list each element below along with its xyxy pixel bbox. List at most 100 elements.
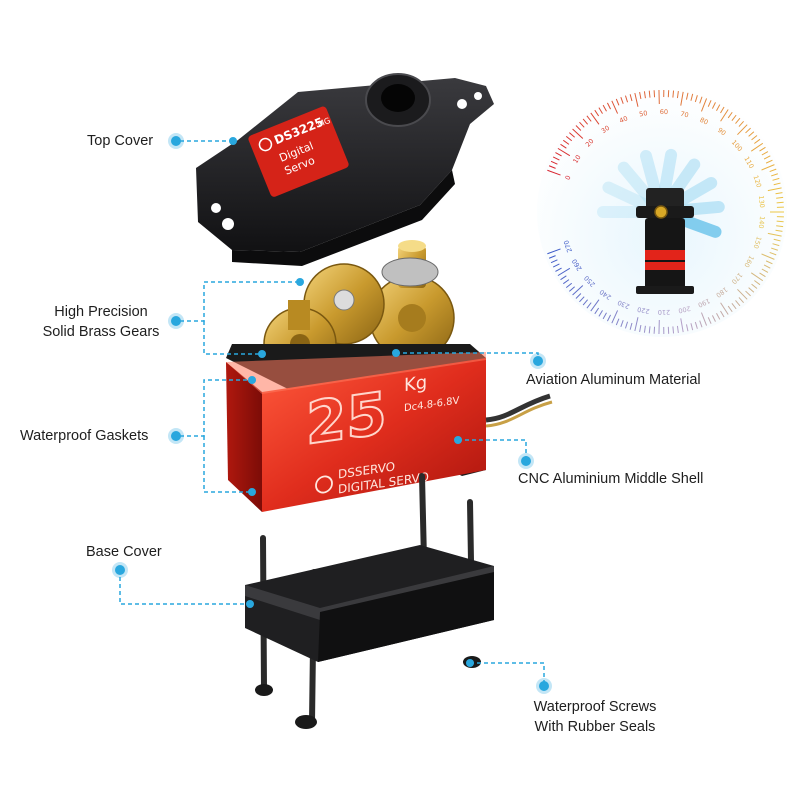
callout-dot-top-cover xyxy=(171,136,181,146)
label-gaskets: Waterproof Gaskets xyxy=(20,428,149,444)
dial-tick xyxy=(748,131,755,137)
dial-tick xyxy=(680,318,684,333)
dial-tick xyxy=(750,272,764,282)
label-screws: Waterproof Screws With Rubber Seals xyxy=(520,697,670,737)
dial-tick xyxy=(594,307,600,315)
dial-tick xyxy=(711,102,716,109)
dial-tick xyxy=(776,201,784,204)
dial-tick xyxy=(624,321,629,329)
dial-tick xyxy=(699,320,703,328)
dial-tick xyxy=(775,192,783,195)
dial-tick-label: 70 xyxy=(679,110,689,120)
dial-tick xyxy=(547,169,561,176)
dial-tick xyxy=(694,95,698,103)
dial-tick xyxy=(611,310,619,324)
dial-tick-label: 150 xyxy=(752,235,763,249)
dial-tick xyxy=(634,317,639,332)
dial-tick xyxy=(565,136,573,142)
dial-tick xyxy=(727,305,733,313)
dial-tick xyxy=(731,114,737,121)
dial-tick xyxy=(620,320,624,328)
callout-dot-middle-shell xyxy=(521,456,531,466)
dial-tick-label: 30 xyxy=(600,124,611,135)
dial-tick xyxy=(602,312,607,320)
dial-tick xyxy=(629,322,633,330)
dial-tick xyxy=(690,93,694,101)
dial-tick xyxy=(594,109,600,117)
dial-tick xyxy=(572,128,584,139)
dial-tick xyxy=(555,152,562,157)
dial-tick xyxy=(648,326,651,334)
dial-tick xyxy=(716,104,721,111)
dial-tick xyxy=(582,118,589,125)
dial-tick xyxy=(700,98,708,112)
dial-tick xyxy=(690,323,694,331)
dial-tick xyxy=(707,317,712,324)
dial-tick xyxy=(772,177,780,181)
dial-tick xyxy=(769,251,777,256)
dial-tick xyxy=(720,310,725,318)
dial-tick-label: 120 xyxy=(752,174,763,188)
dial-tick xyxy=(555,267,562,272)
dial-tick xyxy=(720,302,729,315)
label-gears-line1: High Precision xyxy=(54,304,148,320)
dial-tick xyxy=(611,100,619,114)
dial-tick-label: 140 xyxy=(757,216,766,229)
dial-tick xyxy=(548,165,556,169)
dial-tick xyxy=(716,313,721,320)
dial-tick-label: 60 xyxy=(660,108,668,116)
base-assembly xyxy=(245,473,494,729)
dial-tick xyxy=(643,325,646,333)
dial-tick xyxy=(750,142,764,152)
dial-tick xyxy=(772,243,780,247)
dial-tick xyxy=(765,260,773,265)
dial-tick xyxy=(586,115,592,122)
cover-sticker: DS3225 MG Digital Servo xyxy=(248,106,349,197)
label-gears: High Precision Solid Brass Gears xyxy=(36,302,166,342)
callout-dot-gaskets xyxy=(171,431,181,441)
mini-servo xyxy=(636,188,694,294)
label-middle-shell: CNC Aluminium Middle Shell xyxy=(518,471,704,487)
dial-tick xyxy=(586,302,592,309)
dial-tick xyxy=(707,100,712,107)
callout-dot-base-cover xyxy=(115,565,125,575)
dial-tick xyxy=(748,287,755,293)
dial-tick-label: 80 xyxy=(699,116,710,127)
dial-tick xyxy=(552,263,560,268)
dial-tick xyxy=(737,124,748,136)
dial-tick xyxy=(720,109,729,122)
dial-tick xyxy=(565,282,573,288)
part-markers xyxy=(229,137,474,667)
dial-tick-label: 220 xyxy=(637,305,651,315)
dial-tick xyxy=(550,160,558,165)
dial-tick xyxy=(590,112,600,125)
label-screws-line2: With Rubber Seals xyxy=(534,719,656,735)
callout-dot-gears xyxy=(171,316,181,326)
dial-tick xyxy=(629,94,633,102)
dial-tick-label: 10 xyxy=(571,154,582,165)
dial-tick-label: 130 xyxy=(757,195,766,208)
dial-tick xyxy=(557,147,571,157)
dial-tick xyxy=(680,91,684,106)
dial-tick xyxy=(773,182,781,186)
dial-tick-label: 20 xyxy=(584,137,596,149)
dial-tick xyxy=(754,138,761,144)
dial-tick xyxy=(759,146,766,152)
dial-tick xyxy=(745,290,751,297)
label-gears-line2: Solid Brass Gears xyxy=(42,324,160,340)
dial-tick xyxy=(685,92,689,100)
dial-tick xyxy=(773,238,781,242)
dial-tick xyxy=(615,318,620,326)
dial-tick xyxy=(775,229,783,232)
dial-tick xyxy=(735,117,741,124)
dial-tick xyxy=(606,102,612,110)
dial-tick xyxy=(767,187,782,192)
dial-tick xyxy=(575,293,582,299)
dial-tick-label: 50 xyxy=(639,109,649,118)
dial-tick xyxy=(767,232,782,237)
dial-tick xyxy=(699,96,703,104)
dial-tick xyxy=(761,164,775,171)
dial-tick xyxy=(606,314,612,322)
